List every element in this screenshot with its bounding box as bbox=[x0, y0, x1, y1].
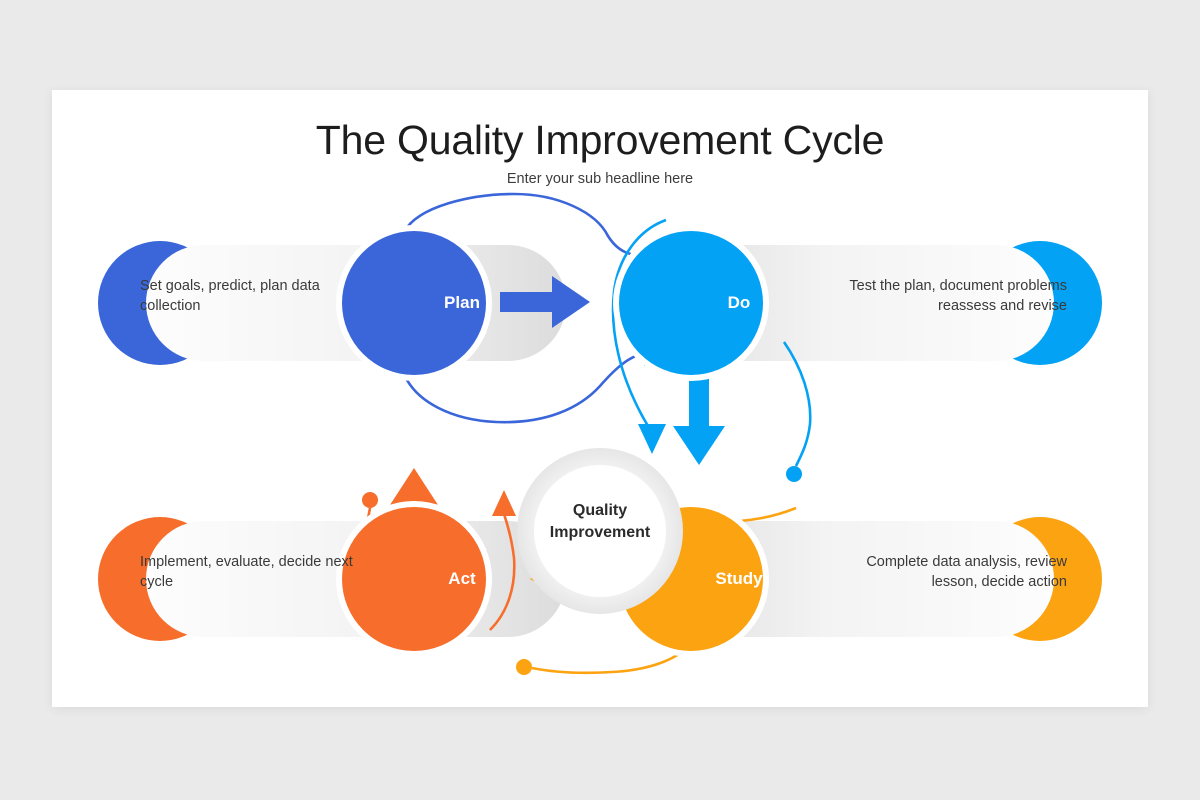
center-label-line1: Quality bbox=[572, 502, 628, 519]
diagram-graphics bbox=[98, 192, 1102, 675]
description-plan: Set goals, predict, plan data collection bbox=[140, 278, 320, 314]
node-circle-do[interactable] bbox=[619, 231, 763, 375]
description-do: Test the plan, document problems reasses… bbox=[849, 278, 1067, 314]
connector-dot-study bbox=[516, 659, 532, 675]
node-label-act: Act bbox=[448, 569, 476, 588]
connector-plan-bottom bbox=[402, 350, 649, 424]
description-act: Implement, evaluate, decide next cycle bbox=[140, 554, 353, 590]
description-study: Complete data analysis, review lesson, d… bbox=[866, 554, 1067, 590]
node-circle-act[interactable] bbox=[342, 507, 486, 651]
quality-improvement-cycle-diagram: Set goals, predict, plan data collection… bbox=[52, 90, 1148, 707]
slide-card: The Quality Improvement Cycle Enter your… bbox=[52, 90, 1148, 707]
arrowhead-do-thin bbox=[638, 424, 666, 454]
node-label-do: Do bbox=[727, 293, 751, 312]
node-circle-plan[interactable] bbox=[342, 231, 486, 375]
arrowhead-act-thin bbox=[492, 490, 516, 516]
arrow-plan-to-do bbox=[500, 276, 590, 328]
arrow-do-to-study bbox=[673, 374, 725, 465]
center-label: Quality Improvement bbox=[525, 500, 675, 544]
page-title: The Quality Improvement Cycle bbox=[315, 117, 885, 163]
connector-act-right bbox=[489, 513, 516, 631]
node-label-study: Study bbox=[715, 569, 763, 588]
center-circle[interactable] bbox=[534, 465, 666, 597]
connector-do-right bbox=[782, 341, 812, 467]
center-label-line2: Improvement bbox=[549, 524, 651, 541]
node-label-plan: Plan bbox=[444, 293, 480, 312]
page-subtitle: Enter your sub headline here bbox=[506, 171, 694, 187]
connector-dot-act bbox=[362, 492, 378, 508]
connector-dot-do bbox=[786, 466, 802, 482]
